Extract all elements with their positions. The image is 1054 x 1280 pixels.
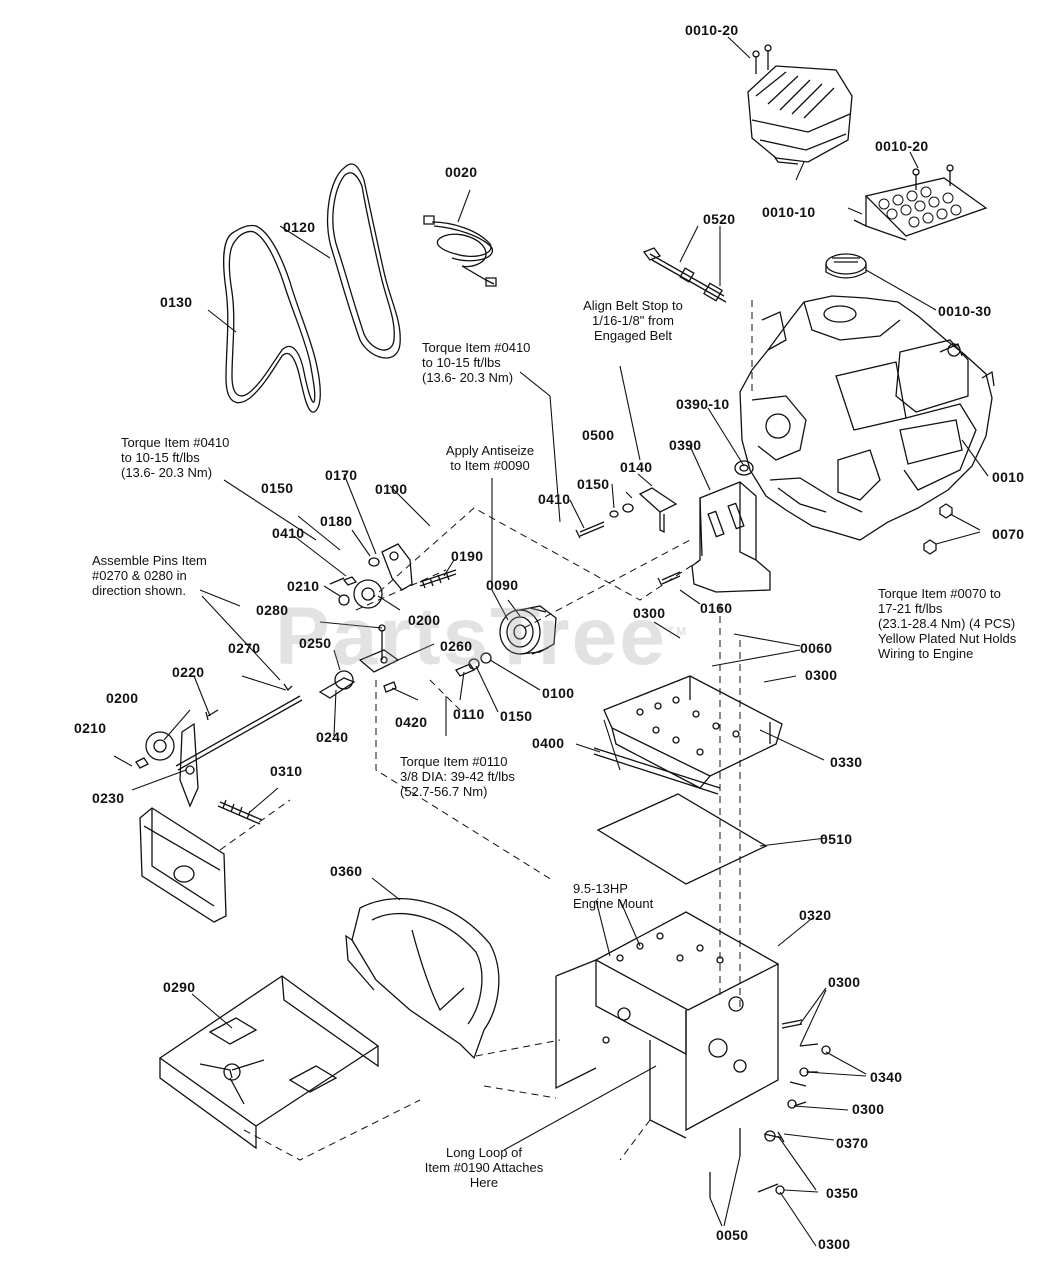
base-pan-illustration bbox=[160, 976, 378, 1148]
note-torque-0110: Torque Item #0110 3/8 DIA: 39-42 ft/lbs … bbox=[400, 754, 515, 799]
note-torque-0410-mid: Torque Item #0410 to 10-15 ft/lbs (13.6-… bbox=[422, 340, 531, 385]
part-label-0370[interactable]: 0370 bbox=[836, 1135, 869, 1151]
chute-housing-illustration bbox=[346, 899, 499, 1058]
part-label-0010-20-mid[interactable]: 0010-20 bbox=[875, 138, 929, 154]
spring-illustration bbox=[218, 800, 262, 824]
control-bracket-illustration bbox=[140, 808, 226, 922]
part-label-0330[interactable]: 0330 bbox=[830, 754, 863, 770]
part-label-0010[interactable]: 0010 bbox=[992, 469, 1025, 485]
power-cord-illustration bbox=[424, 216, 496, 286]
part-label-0300-d[interactable]: 0300 bbox=[852, 1101, 885, 1117]
part-label-0210-upper[interactable]: 0210 bbox=[287, 578, 320, 594]
part-label-0300-c[interactable]: 0300 bbox=[828, 974, 861, 990]
note-align-belt-stop: Align Belt Stop to 1/16-1/8" from Engage… bbox=[583, 298, 683, 343]
part-label-0090[interactable]: 0090 bbox=[486, 577, 519, 593]
part-label-0120[interactable]: 0120 bbox=[283, 219, 316, 235]
part-label-0510[interactable]: 0510 bbox=[820, 831, 853, 847]
note-long-loop: Long Loop of Item #0190 Attaches Here bbox=[424, 1145, 544, 1190]
part-label-0050[interactable]: 0050 bbox=[716, 1227, 749, 1243]
bracket-0390-illustration bbox=[658, 482, 770, 592]
part-label-0010-20-top[interactable]: 0010-20 bbox=[685, 22, 739, 38]
fuel-cap-illustration bbox=[826, 254, 866, 278]
part-label-0130[interactable]: 0130 bbox=[160, 294, 193, 310]
part-label-0410-left[interactable]: 0410 bbox=[272, 525, 305, 541]
plate-0330-illustration bbox=[604, 676, 782, 788]
part-label-0160[interactable]: 0160 bbox=[700, 600, 733, 616]
part-label-0520[interactable]: 0520 bbox=[703, 211, 736, 227]
part-label-0070[interactable]: 0070 bbox=[992, 526, 1025, 542]
note-torque-0070: Torque Item #0070 to 17-21 ft/lbs (23.1-… bbox=[878, 586, 1017, 661]
part-label-0400[interactable]: 0400 bbox=[532, 735, 565, 751]
belt-0120-illustration bbox=[328, 164, 401, 358]
mount-bolts-illustration bbox=[710, 1020, 830, 1198]
part-label-0010-10[interactable]: 0010-10 bbox=[762, 204, 816, 220]
part-label-0300-e[interactable]: 0300 bbox=[818, 1236, 851, 1252]
note-apply-antiseize: Apply Antiseize to Item #0090 bbox=[445, 443, 535, 473]
part-label-0230[interactable]: 0230 bbox=[92, 790, 125, 806]
note-torque-0410-left: Torque Item #0410 to 10-15 ft/lbs (13.6-… bbox=[121, 435, 230, 480]
part-label-0240[interactable]: 0240 bbox=[316, 729, 349, 745]
part-label-0390[interactable]: 0390 bbox=[669, 437, 702, 453]
part-label-0410-mid[interactable]: 0410 bbox=[538, 491, 571, 507]
pulley-0090-illustration bbox=[500, 606, 556, 654]
part-label-0420[interactable]: 0420 bbox=[395, 714, 428, 730]
part-label-0500[interactable]: 0500 bbox=[582, 427, 615, 443]
part-label-0190[interactable]: 0190 bbox=[451, 548, 484, 564]
part-label-0250[interactable]: 0250 bbox=[299, 635, 332, 651]
part-label-0140[interactable]: 0140 bbox=[620, 459, 653, 475]
part-label-0210-left[interactable]: 0210 bbox=[74, 720, 107, 736]
part-label-0260[interactable]: 0260 bbox=[440, 638, 473, 654]
part-label-0150-mid[interactable]: 0150 bbox=[577, 476, 610, 492]
assembly-lines bbox=[220, 300, 752, 1160]
part-label-0150-low[interactable]: 0150 bbox=[500, 708, 533, 724]
part-label-0350[interactable]: 0350 bbox=[826, 1185, 859, 1201]
engine-nuts-illustration bbox=[735, 461, 952, 554]
part-label-0270[interactable]: 0270 bbox=[228, 640, 261, 656]
part-label-0290[interactable]: 0290 bbox=[163, 979, 196, 995]
part-label-0060[interactable]: 0060 bbox=[800, 640, 833, 656]
part-label-0180[interactable]: 0180 bbox=[320, 513, 353, 529]
part-label-0360[interactable]: 0360 bbox=[330, 863, 363, 879]
belt-stop-illustration bbox=[576, 488, 676, 538]
idler-upper-illustration bbox=[330, 544, 456, 608]
part-label-0200-upper[interactable]: 0200 bbox=[408, 612, 441, 628]
engine-illustration bbox=[740, 296, 994, 540]
part-label-0100-top[interactable]: 0100 bbox=[375, 481, 408, 497]
shaft-illustration bbox=[176, 684, 302, 770]
part-label-0340[interactable]: 0340 bbox=[870, 1069, 903, 1085]
part-label-0300-b[interactable]: 0300 bbox=[805, 667, 838, 683]
part-label-0300-a[interactable]: 0300 bbox=[633, 605, 666, 621]
part-label-0170[interactable]: 0170 bbox=[325, 467, 358, 483]
part-label-0020[interactable]: 0020 bbox=[445, 164, 478, 180]
part-label-0150-left[interactable]: 0150 bbox=[261, 480, 294, 496]
part-label-0310[interactable]: 0310 bbox=[270, 763, 303, 779]
insulation-sheet-illustration bbox=[598, 794, 766, 884]
part-label-0280[interactable]: 0280 bbox=[256, 602, 289, 618]
part-label-0100-mid[interactable]: 0100 bbox=[542, 685, 575, 701]
engine-mount-box-illustration bbox=[556, 912, 778, 1138]
idler-bracket-illustration bbox=[320, 625, 398, 698]
part-label-0110[interactable]: 0110 bbox=[453, 706, 485, 722]
part-label-0320[interactable]: 0320 bbox=[799, 907, 832, 923]
note-assemble-pins: Assemble Pins Item #0270 & 0280 in direc… bbox=[92, 553, 207, 598]
leader-lines bbox=[114, 37, 988, 1246]
fuel-line-illustration bbox=[644, 248, 726, 302]
part-label-0010-30[interactable]: 0010-30 bbox=[938, 303, 992, 319]
part-label-0220[interactable]: 0220 bbox=[172, 664, 205, 680]
part-label-0200-left[interactable]: 0200 bbox=[106, 690, 139, 706]
muffler-part-illustration bbox=[748, 45, 852, 164]
part-label-0390-10[interactable]: 0390-10 bbox=[676, 396, 730, 412]
heat-shield-plate-illustration bbox=[854, 165, 986, 240]
belt-0130-illustration bbox=[224, 225, 321, 412]
note-engine-mount: 9.5-13HP Engine Mount bbox=[573, 881, 654, 911]
washers-illustration bbox=[456, 653, 491, 676]
